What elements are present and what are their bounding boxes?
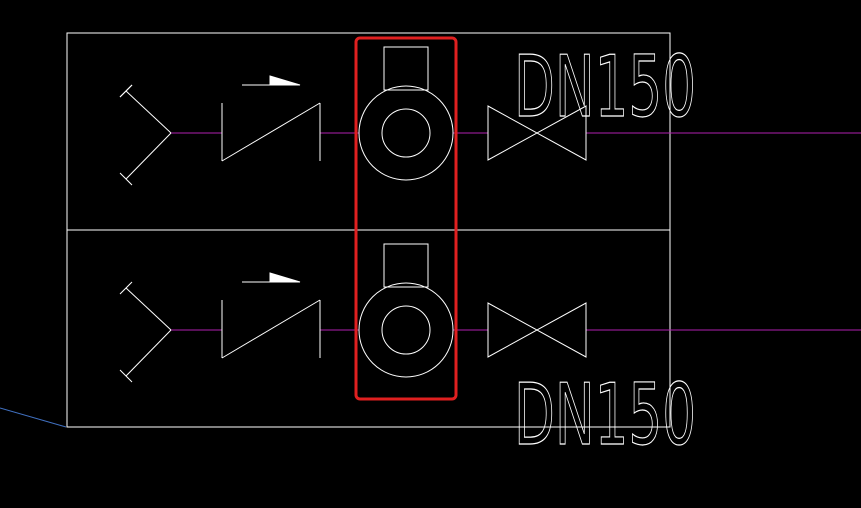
y-strainer-icon[interactable]	[119, 84, 172, 186]
equipment-frame	[66, 32, 671, 428]
y-strainer-icon[interactable]	[119, 281, 172, 383]
pipe-size-label-row-2: DN150	[514, 365, 696, 464]
pump-icon[interactable]	[358, 46, 454, 181]
pump-icon[interactable]	[358, 243, 454, 378]
pump-row-2: DN150	[119, 243, 861, 465]
pump-selection-highlight[interactable]	[354, 36, 458, 401]
check-valve-icon[interactable]	[221, 272, 321, 359]
pump-row-1: DN150	[119, 37, 861, 186]
leader-line	[0, 407, 67, 428]
gate-valve-icon[interactable]	[487, 105, 587, 161]
check-valve-icon[interactable]	[221, 75, 321, 162]
pipe-size-label-row-1: DN150	[514, 37, 696, 136]
gate-valve-icon[interactable]	[487, 302, 587, 358]
